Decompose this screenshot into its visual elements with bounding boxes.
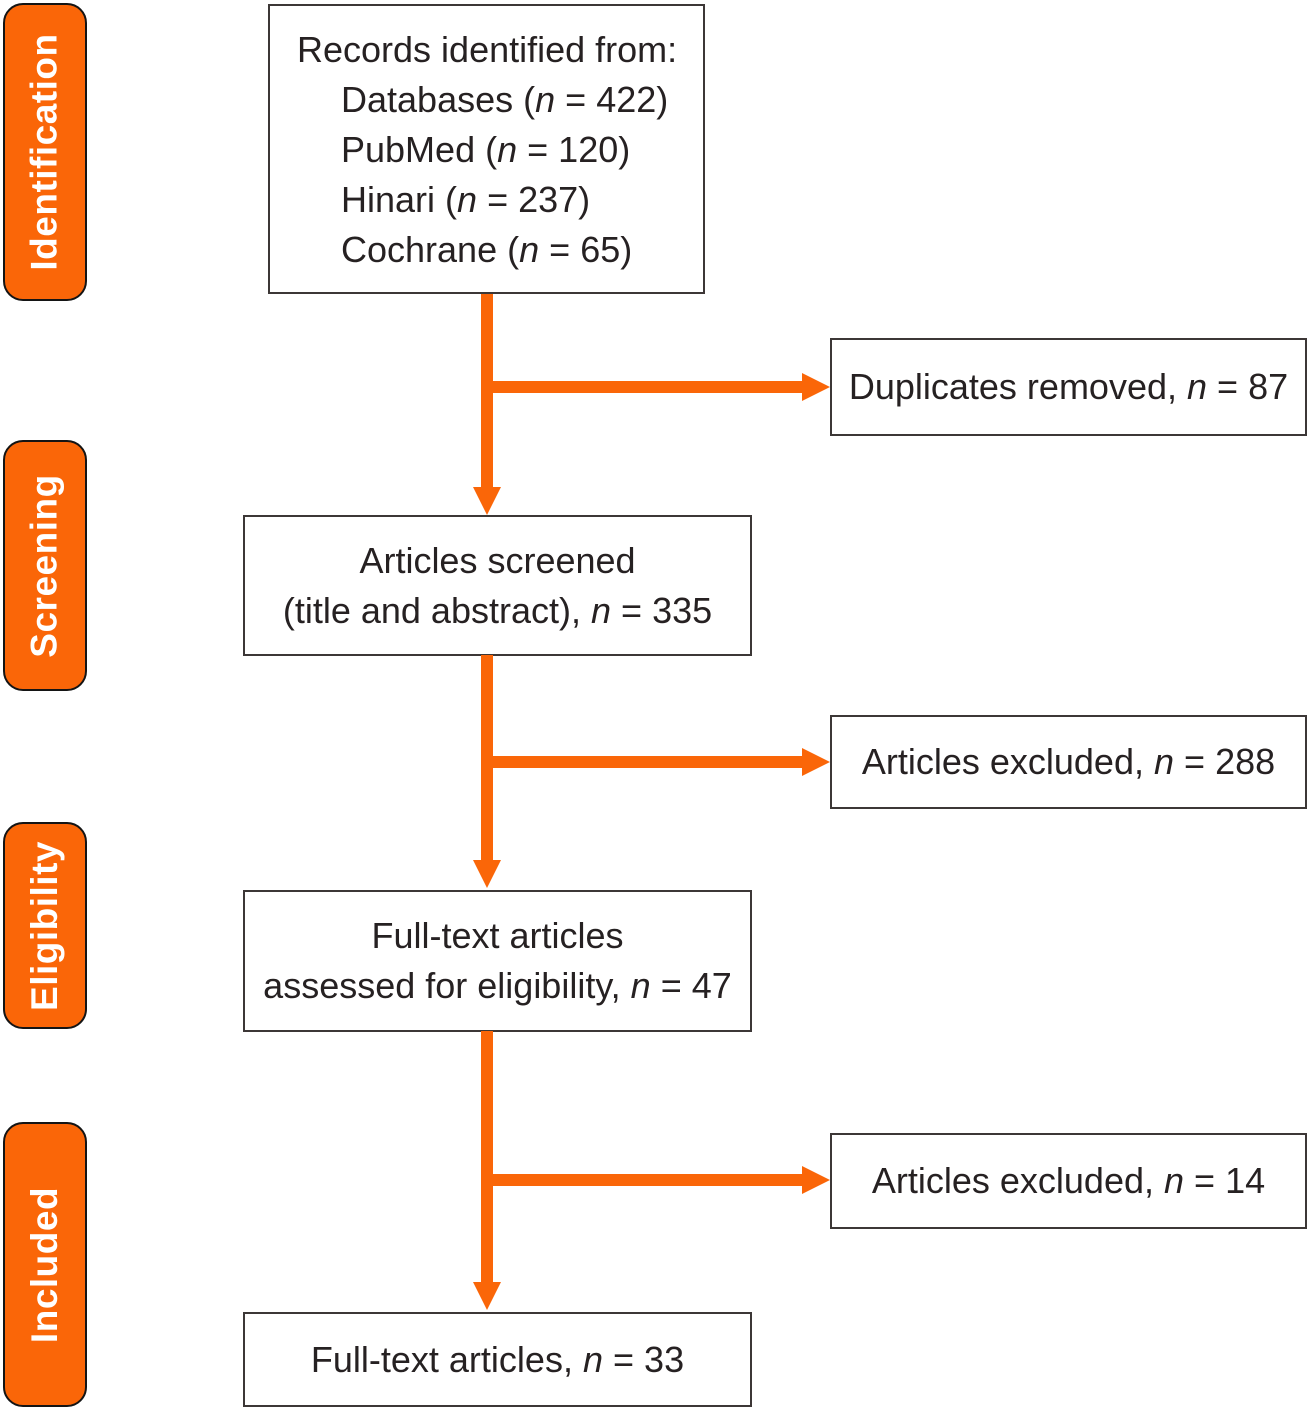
equals-sign: =	[487, 179, 509, 220]
n-symbol: n	[630, 965, 651, 1006]
screened-count: 335	[652, 589, 713, 631]
assessed-line2: assessed for eligibility, n = 47	[263, 961, 732, 1011]
equals-sign: =	[660, 965, 682, 1006]
assessed-detail: assessed for eligibility,	[263, 965, 631, 1006]
excluded-screening-line: Articles excluded, n = 288	[862, 737, 1275, 787]
excluded-eligibility-line: Articles excluded, n = 14	[872, 1156, 1265, 1206]
records-source-databases: Databases (n = 422)	[297, 75, 703, 125]
included-count: 33	[644, 1338, 685, 1380]
stage-identification-label: Identification	[24, 33, 66, 271]
excluded-count: 14	[1225, 1160, 1266, 1201]
equals-sign: =	[1217, 366, 1239, 407]
articles-screened-box: Articles screened (title and abstract), …	[243, 515, 752, 656]
source-count: 422)	[596, 79, 669, 120]
excluded-label: Articles excluded,	[861, 741, 1154, 782]
arrow-screened-to-assessed-head-icon	[473, 860, 501, 888]
fulltext-included-box: Full-text articles, n = 33	[243, 1312, 752, 1407]
arrow-assessed-to-included-head-icon	[473, 1282, 501, 1310]
source-count: 120)	[558, 129, 631, 170]
equals-sign: =	[549, 229, 571, 270]
duplicates-line: Duplicates removed, n = 87	[849, 362, 1288, 412]
arrow-to-excluded-screening-line	[481, 756, 802, 768]
arrow-assessed-to-included-line	[481, 1031, 493, 1282]
duplicates-count: 87	[1248, 366, 1289, 407]
records-identified-box: Records identified from: Databases (n = …	[268, 4, 705, 294]
articles-excluded-screening-box: Articles excluded, n = 288	[830, 715, 1307, 809]
duplicates-removed-box: Duplicates removed, n = 87	[830, 338, 1307, 436]
equals-sign: =	[565, 79, 587, 120]
n-symbol: n	[1187, 366, 1208, 407]
fulltext-assessed-box: Full-text articles assessed for eligibil…	[243, 890, 752, 1032]
equals-sign: =	[613, 1338, 635, 1380]
articles-excluded-eligibility-box: Articles excluded, n = 14	[830, 1133, 1307, 1229]
records-source-cochrane: Cochrane (n = 65)	[297, 225, 703, 275]
screened-detail: (title and abstract),	[282, 589, 591, 631]
arrow-to-duplicates-head-icon	[802, 373, 830, 401]
n-symbol: n	[1153, 741, 1175, 782]
stage-identification: Identification	[3, 3, 87, 301]
source-name: Databases (	[341, 79, 536, 120]
stage-eligibility: Eligibility	[3, 822, 87, 1029]
equals-sign: =	[621, 589, 643, 631]
stage-screening: Screening	[3, 440, 87, 691]
screened-line2: (title and abstract), n = 335	[283, 586, 712, 636]
records-source-hinari: Hinari (n = 237)	[297, 175, 703, 225]
arrow-to-excluded-eligibility-head-icon	[802, 1166, 830, 1194]
screened-line1: Articles screened	[359, 539, 636, 581]
n-symbol: n	[535, 79, 556, 120]
source-name: PubMed (	[341, 129, 498, 170]
stage-included: Included	[3, 1122, 87, 1407]
assessed-count: 47	[691, 965, 732, 1006]
records-source-pubmed: PubMed (n = 120)	[297, 125, 703, 175]
arrow-to-duplicates-line	[481, 381, 802, 393]
n-symbol: n	[497, 129, 518, 170]
included-label: Full-text articles,	[310, 1338, 583, 1380]
n-symbol: n	[582, 1338, 603, 1380]
records-title: Records identified from:	[297, 29, 678, 70]
source-count: 65)	[580, 229, 633, 270]
arrow-to-excluded-screening-head-icon	[802, 748, 830, 776]
n-symbol: n	[519, 229, 540, 270]
n-symbol: n	[1164, 1160, 1185, 1201]
excluded-label: Articles excluded,	[871, 1160, 1164, 1201]
n-symbol: n	[590, 589, 612, 631]
source-name: Hinari (	[341, 179, 458, 220]
assessed-line1: Full-text articles	[371, 915, 624, 956]
source-name: Cochrane (	[341, 229, 520, 270]
n-symbol: n	[457, 179, 478, 220]
stage-screening-label: Screening	[24, 473, 65, 658]
excluded-count: 288	[1215, 741, 1276, 782]
equals-sign: =	[527, 129, 549, 170]
stage-included-label: Included	[24, 1186, 65, 1343]
duplicates-label: Duplicates removed,	[848, 366, 1187, 407]
equals-sign: =	[1184, 741, 1206, 782]
arrow-records-to-screened-head-icon	[473, 487, 501, 515]
included-line: Full-text articles, n = 33	[311, 1335, 684, 1385]
arrow-to-excluded-eligibility-line	[481, 1174, 802, 1186]
equals-sign: =	[1194, 1160, 1216, 1201]
stage-eligibility-label: Eligibility	[24, 840, 65, 1011]
source-count: 237)	[518, 179, 591, 220]
